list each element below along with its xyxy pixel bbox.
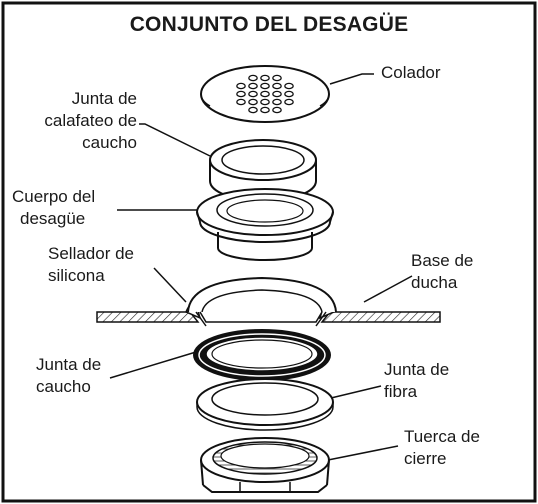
strainer-hole	[260, 82, 270, 90]
label-base-1: Base de	[411, 251, 474, 270]
leader-tuerca	[327, 445, 399, 461]
label-sellador-2: silicona	[48, 266, 105, 285]
strainer-hole	[236, 98, 246, 106]
strainer-hole	[260, 98, 270, 106]
rubber-gasket-part	[193, 329, 331, 381]
label-junta-calafateo-3: caucho	[82, 133, 137, 152]
strainer-hole	[284, 82, 294, 90]
strainer-hole	[284, 98, 294, 106]
strainer-hole	[248, 106, 258, 114]
shower-base-part	[96, 276, 441, 327]
leader-colador	[329, 73, 374, 85]
lock-nut-part	[200, 437, 330, 493]
label-cuerpo-2: desagüe	[20, 209, 86, 228]
strainer-hole	[248, 74, 258, 82]
strainer-hole	[260, 74, 270, 82]
fiber-gasket-part	[196, 378, 334, 431]
strainer-holes	[236, 74, 294, 114]
caulk-gasket-part	[209, 139, 317, 202]
strainer-hole	[236, 82, 246, 90]
strainer-hole	[272, 82, 282, 90]
label-junta-calafateo-1: Junta de	[71, 89, 137, 108]
diagram-title: CONJUNTO DEL DESAGÜE	[129, 13, 409, 36]
strainer-part	[200, 65, 330, 123]
label-cuerpo-1: Cuerpo del	[12, 187, 96, 206]
label-junta-caucho-2: caucho	[36, 377, 91, 396]
label-sellador-1: Sellador de	[48, 244, 135, 263]
strainer-hole	[272, 106, 282, 114]
label-colador: Colador	[381, 63, 441, 82]
strainer-hole	[248, 98, 258, 106]
label-junta-fibra-1: Junta de	[384, 360, 450, 379]
leader-sellador	[153, 267, 187, 303]
strainer-hole	[236, 90, 246, 98]
leader-junta-fibra	[330, 385, 382, 399]
strainer-hole	[272, 74, 282, 82]
leader-base	[363, 275, 413, 303]
label-tuerca-2: cierre	[404, 449, 447, 468]
label-junta-caucho-1: Junta de	[36, 355, 102, 374]
leader-junta-calafateo	[139, 123, 211, 157]
label-tuerca-1: Tuerca de	[404, 427, 480, 446]
strainer-hole	[272, 90, 282, 98]
strainer-hole	[260, 90, 270, 98]
strainer-hole	[260, 106, 270, 114]
label-junta-calafateo-2: calafateo de	[44, 111, 137, 130]
leader-lines	[109, 73, 413, 461]
label-junta-fibra-2: fibra	[384, 382, 418, 401]
leader-junta-caucho	[109, 351, 197, 379]
label-base-2: ducha	[411, 273, 458, 292]
strainer-hole	[248, 82, 258, 90]
strainer-hole	[248, 90, 258, 98]
drain-body-part	[196, 188, 334, 261]
strainer-hole	[272, 98, 282, 106]
strainer-hole	[284, 90, 294, 98]
